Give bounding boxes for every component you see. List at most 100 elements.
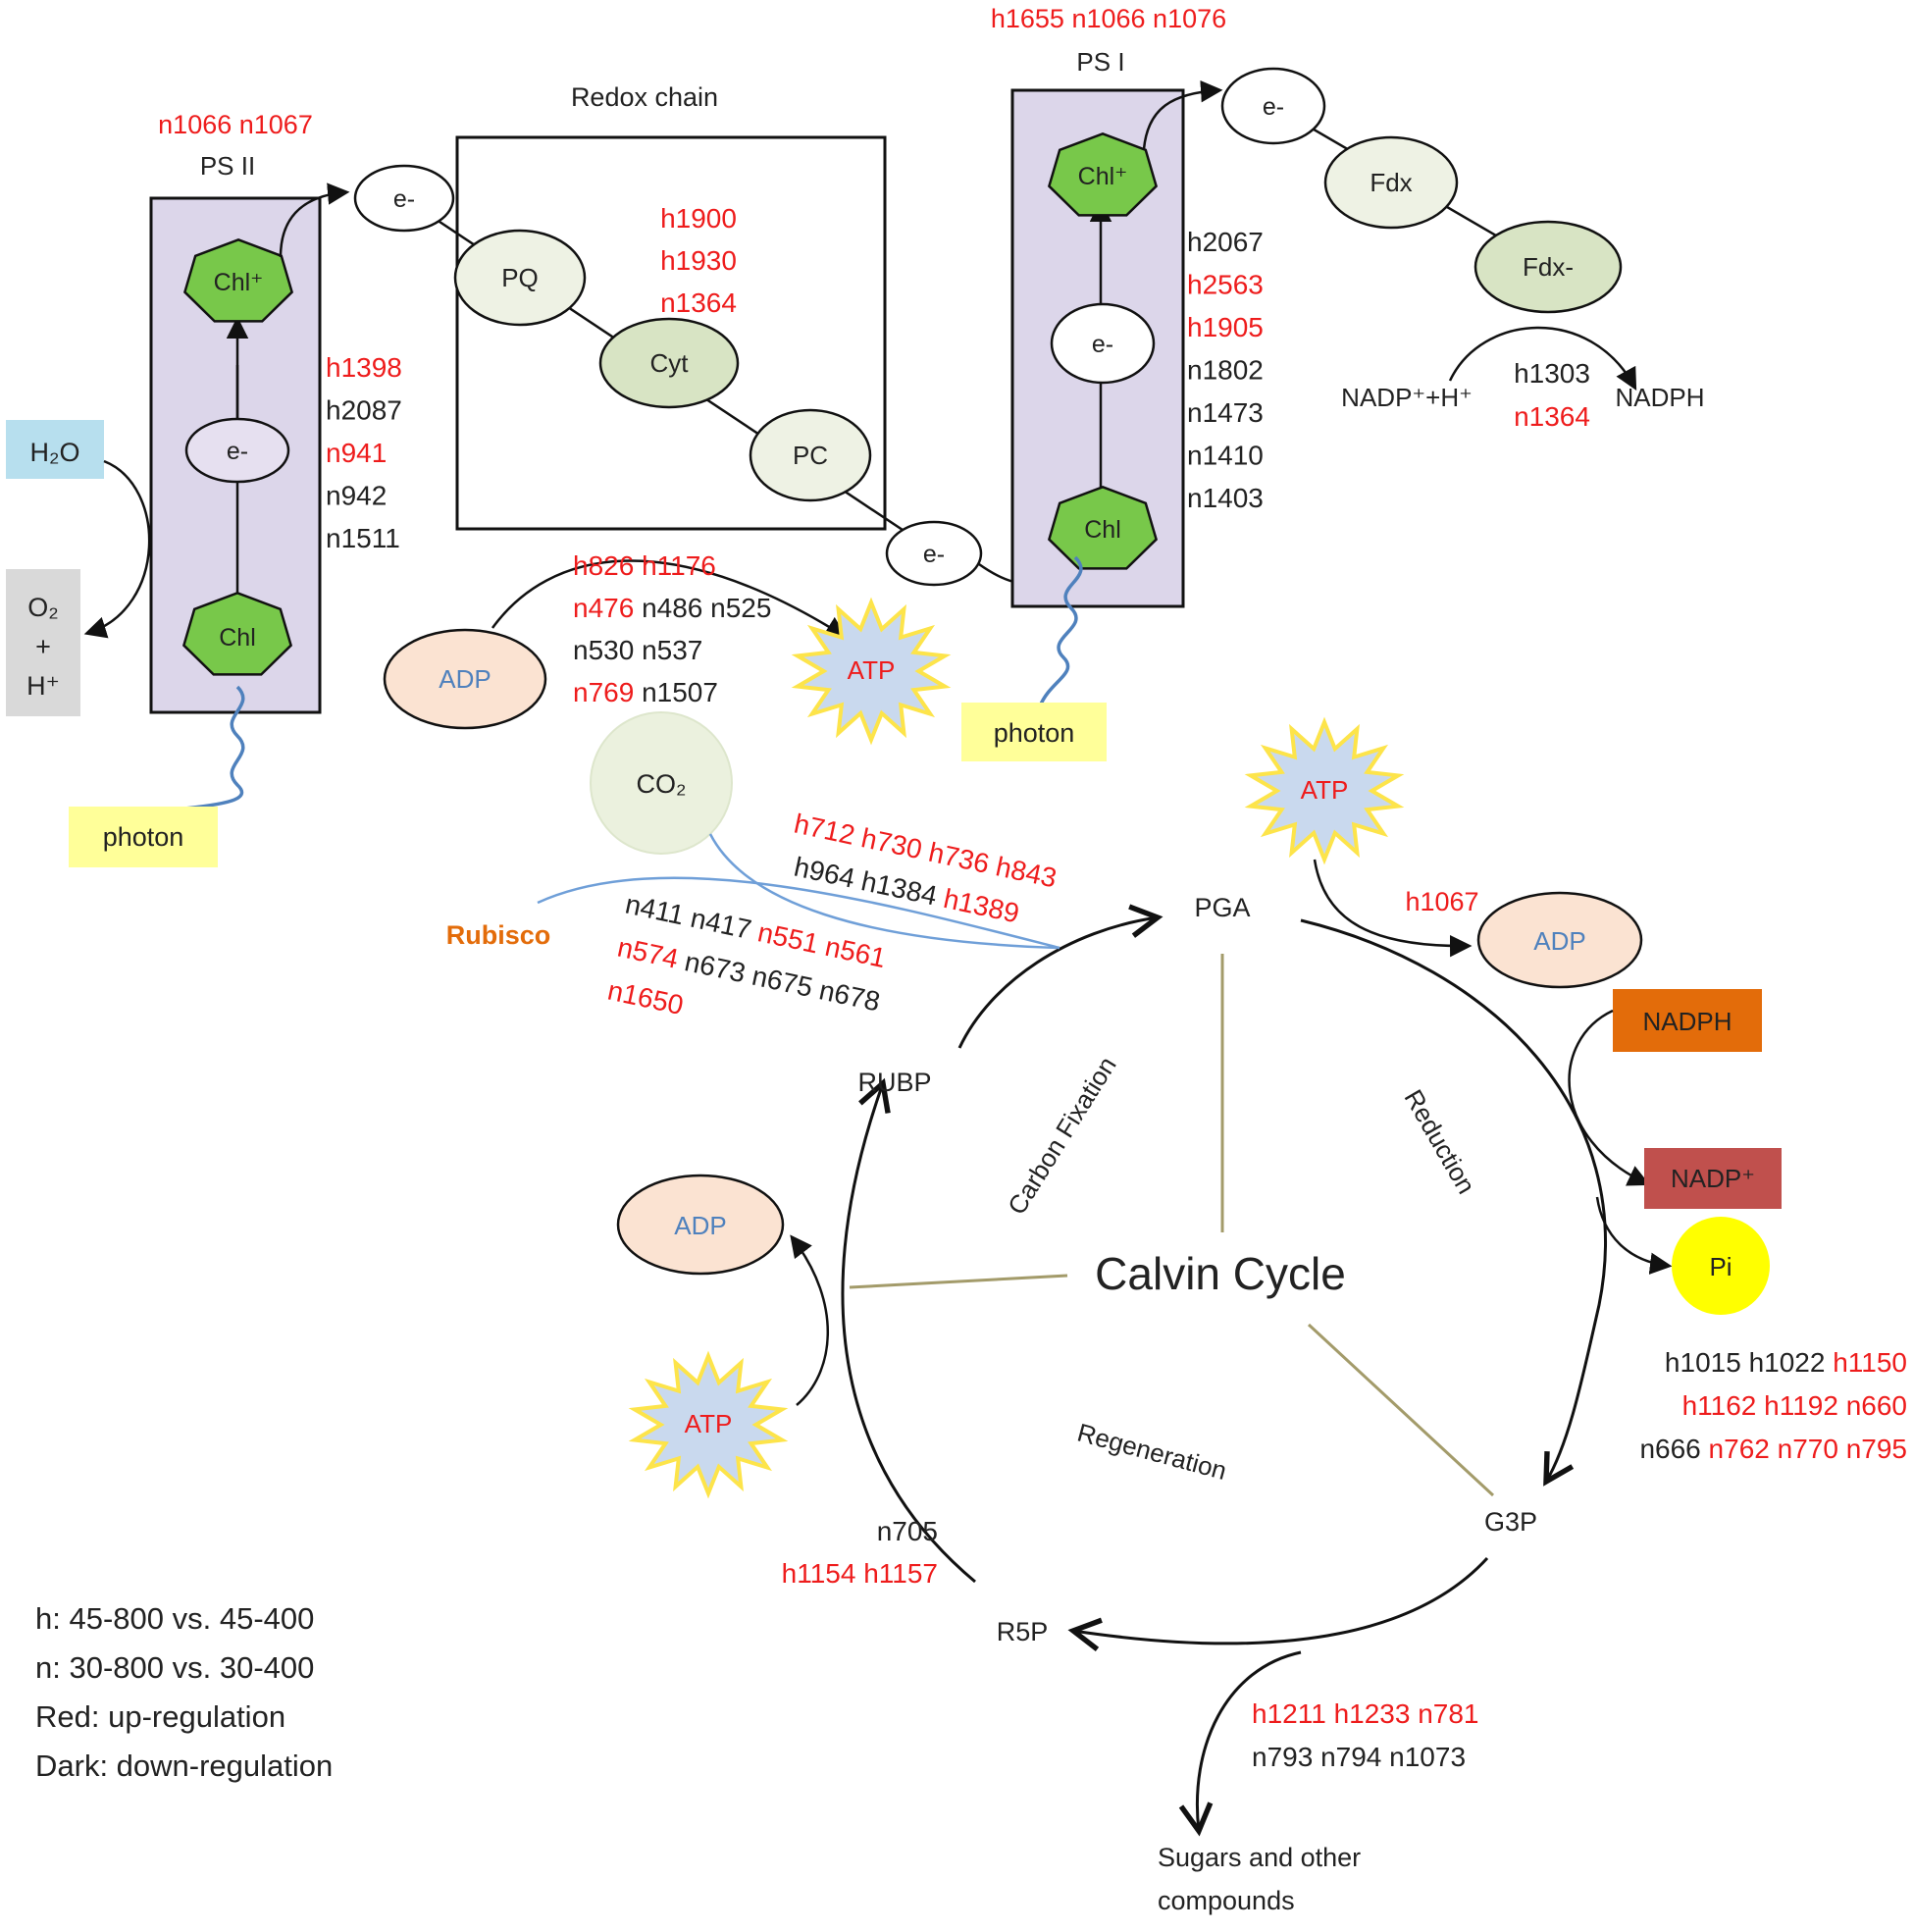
gene-label: n1076: [1146, 4, 1227, 33]
legend-n: n: 30-800 vs. 30-400: [35, 1650, 314, 1685]
redox-electron-out: e-: [885, 520, 983, 587]
gene-label: n574: [615, 932, 681, 974]
nadph-box: NADPH: [1613, 989, 1762, 1052]
gene-label: h1303: [1514, 358, 1590, 389]
gene-label: n793: [1252, 1742, 1313, 1772]
gene-label: n675: [742, 959, 815, 1003]
gene-label: h1162: [1682, 1390, 1757, 1421]
gene-label: n486: [634, 593, 702, 623]
gene-label: n417: [681, 901, 754, 945]
gene-label: h730: [852, 820, 925, 864]
gene-row: h1211 h1233 n781: [1252, 1698, 1479, 1729]
gene-row: n1511: [326, 523, 400, 553]
o2-label: O₂: [27, 593, 58, 622]
adp-left: ADP: [616, 1174, 785, 1276]
svg-text:Chl⁺: Chl⁺: [1078, 163, 1128, 190]
svg-text:photon: photon: [103, 822, 184, 852]
gene-label: n1364: [1514, 401, 1590, 432]
gene-label: n1403: [1187, 483, 1264, 513]
gene-label: h843: [986, 850, 1060, 894]
gene-label: h1157: [855, 1558, 938, 1589]
svg-text:+: +: [35, 632, 51, 661]
pc-node: PC: [749, 408, 872, 502]
gene-row: n942: [326, 481, 387, 511]
ps1-chl-plus: Chl⁺: [1047, 131, 1159, 217]
gene-label: n1073: [1381, 1742, 1466, 1772]
arc-g3p-r5p: [1067, 1556, 1489, 1651]
legend: h: 45-800 vs. 45-400 n: 30-800 vs. 30-40…: [35, 1601, 333, 1783]
gene-row: h826 h1176: [573, 550, 716, 581]
svg-text:e-: e-: [923, 541, 945, 568]
photon-ps1: photon: [961, 555, 1107, 761]
gene-label: n705: [877, 1516, 938, 1546]
sugars-line-1: Sugars and other: [1158, 1843, 1361, 1872]
ps1-title: PS I: [1076, 47, 1124, 77]
gene-row: h2087: [326, 395, 402, 426]
gene-label: n561: [815, 929, 889, 973]
co2-node: CO₂: [590, 711, 733, 855]
gene-label: n660: [1838, 1390, 1907, 1421]
gene-label: h2563: [1187, 270, 1264, 300]
atp-light: ATP: [791, 597, 952, 746]
svg-text:PC: PC: [793, 441, 828, 470]
redox-chain: Redox chain e- PQ Cyt PC e- h1900h1930n1…: [353, 82, 1076, 587]
gene-row: h2067: [1187, 227, 1264, 257]
sugars-line-2: compounds: [1158, 1886, 1295, 1915]
atp-left: ATP: [628, 1350, 789, 1499]
gene-label: h826: [573, 550, 634, 581]
gene-label: h1398: [326, 352, 402, 383]
svg-text:Chl: Chl: [219, 624, 256, 652]
gene-label: n1511: [326, 523, 400, 553]
svg-text:ATP: ATP: [848, 655, 896, 685]
photon-ps2: photon: [69, 685, 245, 867]
svg-text:ADP: ADP: [1533, 926, 1585, 956]
gene-label: h1067: [1405, 887, 1478, 916]
gene-label: h2087: [326, 395, 402, 426]
gene-label: h1655: [991, 4, 1064, 33]
gene-label: n476: [573, 593, 634, 623]
svg-text:e-: e-: [227, 438, 248, 465]
gene-label: n1364: [660, 287, 737, 318]
ps1-electron: e-: [1050, 302, 1156, 385]
ps2-electron: e-: [184, 417, 290, 484]
r5p-label: R5P: [997, 1617, 1049, 1646]
gene-row: h1930: [660, 245, 737, 276]
gene-row: h2563: [1187, 270, 1264, 300]
nadp-box: NADP⁺: [1644, 1148, 1782, 1209]
fdx-electron: e-: [1220, 67, 1326, 145]
gene-label: h1930: [660, 245, 737, 276]
water-splitting: H₂O O₂ + H⁺: [6, 420, 151, 716]
gene-label: h1022: [1741, 1347, 1826, 1378]
legend-red: Red: up-regulation: [35, 1699, 285, 1734]
gene-row: h1905: [1187, 312, 1264, 342]
gene-row: n1364: [1514, 401, 1590, 432]
pi-node: Pi: [1672, 1217, 1770, 1315]
gene-label: n411: [623, 889, 687, 931]
gene-label: h1905: [1187, 312, 1264, 342]
h2o-label: H₂O: [30, 438, 80, 467]
calvin-cycle: Calvin Cycle PGA RUBP G3P R5P Carbon Fix…: [446, 711, 1907, 1915]
gene-row: h1303: [1514, 358, 1590, 389]
gene-label: h2067: [1187, 227, 1264, 257]
ps1-genes: h1655 n1066 n1076: [991, 4, 1226, 33]
svg-text:Cyt: Cyt: [650, 348, 690, 378]
gene-label: n678: [809, 973, 883, 1018]
svg-text:e-: e-: [1092, 331, 1113, 358]
gene-row: n476 n486 n525: [573, 593, 771, 623]
gene-label: h1192: [1756, 1390, 1838, 1421]
svg-text:Pi: Pi: [1709, 1252, 1732, 1281]
fdx-node: Fdx: [1323, 135, 1459, 230]
gene-label: h964: [792, 852, 857, 894]
gene-label: n525: [702, 593, 771, 623]
gene-label: h1233: [1326, 1698, 1411, 1729]
nadph-label-light: NADPH: [1615, 383, 1704, 412]
gene-row: n705: [877, 1516, 938, 1546]
h-plus-label: H⁺: [26, 671, 60, 701]
gene-row: n1473: [1187, 397, 1264, 428]
ps2-chl: Chl: [181, 591, 293, 676]
ps1-complex: h1655 n1066 n1076 PS I Chl⁺ e- Chl h2067…: [991, 4, 1264, 608]
